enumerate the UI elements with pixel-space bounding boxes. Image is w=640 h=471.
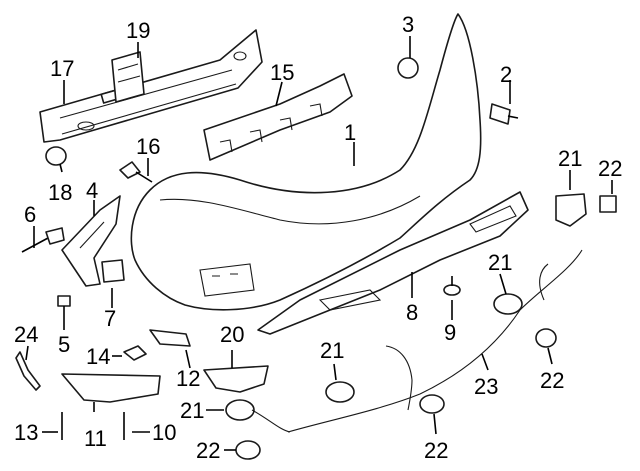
callout-3: 3	[402, 12, 414, 37]
sensor-21-right	[493, 293, 523, 315]
reinforcement-beam	[39, 29, 263, 143]
wiring-harness	[287, 249, 583, 433]
clip-7	[101, 259, 125, 283]
trim-11	[61, 373, 161, 403]
callout-11: 11	[84, 426, 107, 451]
callout-5: 5	[58, 332, 70, 357]
callout-24: 24	[14, 322, 38, 347]
lower-diffuser	[257, 191, 529, 335]
callout-6: 6	[24, 202, 36, 227]
callout-22-top: 22	[598, 156, 622, 181]
callout-9: 9	[444, 320, 456, 345]
callout-22-mid: 22	[424, 438, 448, 463]
callout-12: 12	[176, 366, 200, 391]
reflector-20	[203, 365, 269, 393]
callout-18: 18	[48, 180, 72, 205]
leader-lines	[25, 36, 613, 451]
bezel-22-top	[599, 195, 617, 213]
callout-21-mid: 21	[320, 338, 344, 363]
callout-17: 17	[50, 56, 74, 81]
bolt-6	[21, 227, 65, 253]
clip-14	[123, 345, 147, 361]
callout-2: 2	[500, 62, 512, 87]
bezel-22-mid	[419, 394, 445, 414]
sensor-21-top	[555, 193, 587, 227]
callout-4: 4	[86, 178, 98, 203]
bezel-22-bottom	[235, 440, 261, 460]
bumper-cover	[130, 13, 482, 311]
callout-15: 15	[270, 60, 294, 85]
bolt-2	[489, 103, 519, 125]
nut-3	[397, 57, 419, 79]
harness-branch-right	[539, 263, 549, 301]
screw-5	[57, 295, 71, 316]
pin-16	[119, 161, 153, 183]
callout-13: 13	[14, 420, 38, 445]
callout-1: 1	[344, 120, 356, 145]
side-bracket	[61, 195, 121, 287]
callout-8: 8	[406, 300, 418, 325]
callout-10: 10	[152, 420, 176, 445]
callout-14: 14	[86, 344, 110, 369]
bezel-22-right	[535, 328, 557, 348]
sensor-21-mid	[325, 381, 355, 403]
bracket-12	[149, 329, 191, 347]
callout-7: 7	[104, 306, 116, 331]
callout-20: 20	[220, 322, 244, 347]
harness-branch-mid	[385, 345, 413, 411]
screw-9	[443, 276, 461, 296]
trim-24	[15, 351, 41, 391]
callout-16: 16	[136, 134, 160, 159]
callout-19: 19	[126, 18, 150, 43]
energy-absorber	[203, 73, 353, 161]
callout-22-right: 22	[540, 368, 564, 393]
callout-23: 23	[474, 374, 498, 399]
callout-21-right: 21	[488, 250, 512, 275]
callout-21-left: 21	[180, 398, 204, 423]
sensor-21-left	[225, 399, 291, 433]
callout-21-top: 21	[558, 146, 582, 171]
nut-18	[45, 146, 67, 166]
callout-22-bottom: 22	[196, 438, 220, 463]
